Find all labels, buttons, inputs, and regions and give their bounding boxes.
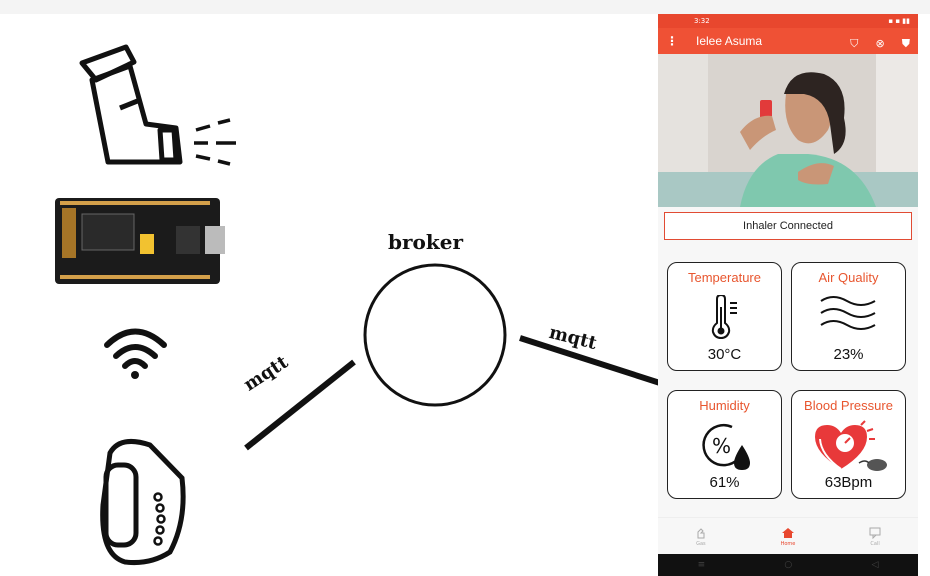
nav-home[interactable]: Home (780, 527, 796, 547)
card-blood-pressure[interactable]: Blood Pressure 63Bpm (791, 390, 906, 499)
status-bar: 3:32 ▪ ▪ ▮▮ (658, 14, 918, 28)
card-temperature[interactable]: Temperature 30°C (667, 262, 782, 371)
back-icon[interactable]: ◁ (871, 560, 879, 570)
shield-icon[interactable]: ⛉ (850, 36, 859, 50)
card-title: Blood Pressure (804, 398, 893, 413)
diagram-art (55, 44, 660, 565)
shield-check-icon[interactable]: ⛊ (901, 36, 910, 50)
thermometer-icon (711, 295, 737, 339)
card-title: Temperature (688, 270, 761, 285)
broker-node (363, 263, 507, 407)
close-circle-icon[interactable]: ⊗ (875, 36, 885, 50)
card-humidity[interactable]: Humidity % 61% (667, 390, 782, 499)
hand-icon (697, 528, 705, 539)
home-circle-icon[interactable]: ○ (784, 560, 793, 570)
nav-label: Home (780, 541, 796, 547)
connection-status: Inhaler Connected (664, 212, 912, 240)
humidity-icon: % (701, 423, 750, 470)
nav-call[interactable]: Call (869, 527, 881, 547)
status-time: 3:32 (694, 17, 710, 25)
wifi-icon (104, 328, 167, 379)
app-bar: ⋮ Ielee Asuma ⛉ ⊗ ⛊ (658, 28, 918, 54)
more-vert-icon[interactable]: ⋮ (666, 34, 678, 48)
bottom-nav: Gas Home Call (658, 517, 918, 556)
nav-gas[interactable]: Gas (695, 527, 707, 547)
heart-gauge-icon (814, 420, 887, 471)
card-title: Humidity (699, 398, 750, 413)
broker-label: broker (388, 230, 463, 254)
mqtt-link-left (244, 359, 356, 451)
card-value: 61% (709, 474, 740, 491)
esp-board-icon (55, 198, 225, 284)
inhaler-icon (79, 44, 236, 166)
smart-band-icon (100, 438, 186, 565)
card-value: 23% (833, 346, 864, 363)
app-title: Ielee Asuma (696, 34, 763, 48)
phone-screen: 3:32 ▪ ▪ ▮▮ ⋮ Ielee Asuma ⛉ ⊗ ⛊ (658, 14, 918, 576)
hero-image (658, 54, 918, 207)
recents-icon[interactable]: ≡ (697, 560, 706, 570)
card-title: Air Quality (818, 270, 879, 285)
wind-icon (819, 296, 875, 330)
mqtt-link-right (519, 335, 660, 386)
card-value: 30°C (707, 346, 742, 363)
nav-label: Call (870, 541, 880, 547)
svg-text:%: % (712, 434, 731, 458)
home-icon (781, 528, 794, 538)
nav-label: Gas (696, 541, 706, 547)
system-nav-bar: ≡ ○ ◁ (658, 554, 918, 576)
status-icons: ▪ ▪ ▮▮ (888, 17, 910, 25)
chat-icon (869, 527, 881, 540)
card-value: 63Bpm (824, 474, 873, 491)
card-air-quality[interactable]: Air Quality 23% (791, 262, 906, 371)
